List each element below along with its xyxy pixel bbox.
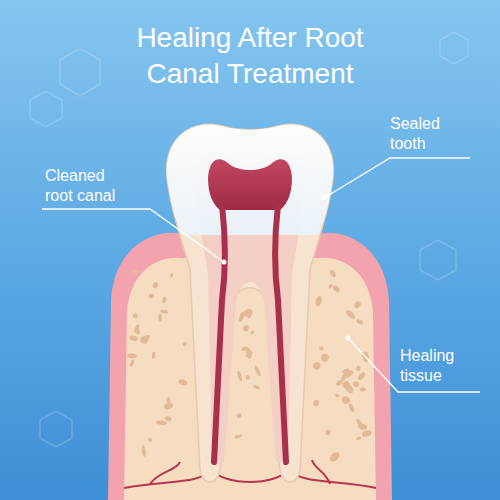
callout-label: Healing tissue (400, 346, 485, 386)
bone-pore (355, 365, 361, 371)
callout-label: Sealed tooth (390, 114, 470, 154)
bone-pores (127, 269, 372, 464)
bone-pore (341, 395, 351, 405)
bone-pore (161, 297, 167, 304)
bone-pore (352, 380, 360, 388)
bone-pore (360, 387, 367, 392)
bone-pore (356, 436, 362, 441)
vessel (124, 470, 376, 488)
bone-pore (334, 393, 339, 398)
bone-pore (164, 416, 172, 422)
leader-dot (322, 196, 327, 201)
enamel-crown (167, 124, 334, 235)
bone-pore (170, 273, 174, 278)
diagram-title: Healing After Root Canal Treatment (105, 20, 395, 93)
bone-pore (238, 311, 246, 322)
bone-pore (328, 450, 341, 463)
bone-pore (243, 308, 253, 317)
bone-pore (132, 313, 138, 318)
leader-line (42, 209, 224, 262)
bone-pore (182, 341, 188, 347)
bone-pore (355, 418, 365, 430)
bone-pore (141, 445, 147, 457)
bone-pore (254, 365, 262, 377)
bone-pore (250, 330, 255, 335)
bone-pore (133, 324, 140, 334)
root-canal (214, 205, 225, 462)
bone-pore (234, 434, 242, 440)
bone-pore (147, 437, 153, 442)
bone-pore (156, 420, 167, 425)
bone-pore (252, 384, 260, 390)
inner-dentin (196, 152, 304, 462)
bone-pore (152, 281, 160, 289)
hexagon (60, 48, 100, 96)
leader-dot (346, 336, 351, 341)
leader-dots (222, 196, 351, 341)
root-canal (275, 205, 286, 462)
callout-label: Cleaned root canal (45, 166, 130, 206)
bone-pore (241, 346, 248, 351)
bone-pore (243, 325, 250, 332)
bone-pore (332, 284, 341, 293)
bone-pore (312, 399, 319, 407)
bone-pore (345, 309, 357, 320)
bone-pore (236, 412, 243, 419)
bone-pore (328, 283, 334, 289)
hexagon (40, 411, 72, 447)
leader-dot (222, 260, 227, 265)
bone-pore (320, 352, 331, 363)
bone-pore (152, 352, 156, 359)
hexagon (440, 32, 468, 64)
bone-pore (166, 397, 170, 403)
bone-pore (325, 429, 331, 435)
bone-pore (129, 334, 139, 341)
bone-pore (356, 318, 364, 325)
bone-pore (353, 300, 362, 309)
bone-pore (148, 293, 154, 299)
blood-vessels (124, 460, 376, 488)
bone-pore (311, 361, 322, 372)
tooth-dentin (167, 124, 334, 482)
bone-pore (236, 370, 243, 382)
bone-pore (245, 351, 253, 359)
bone-pore (158, 314, 162, 322)
bone-pore (160, 309, 168, 314)
bone-pore (139, 335, 150, 346)
bone-pore (129, 359, 135, 367)
bone (124, 258, 376, 500)
bone-pore (314, 295, 323, 307)
bone-pore (348, 403, 356, 413)
bone-pore (127, 353, 137, 358)
hexagon (30, 91, 62, 127)
bone-pore (245, 375, 250, 381)
leader-line (324, 158, 470, 198)
bone-pore (132, 269, 139, 276)
vessel (150, 460, 330, 484)
bone-pore (178, 378, 188, 386)
bone-pore (361, 429, 372, 437)
bone-pore (318, 346, 324, 352)
bone-pore (357, 371, 367, 381)
hexagon (420, 240, 456, 280)
bone-pore (329, 269, 337, 278)
bone-pore (341, 376, 345, 381)
